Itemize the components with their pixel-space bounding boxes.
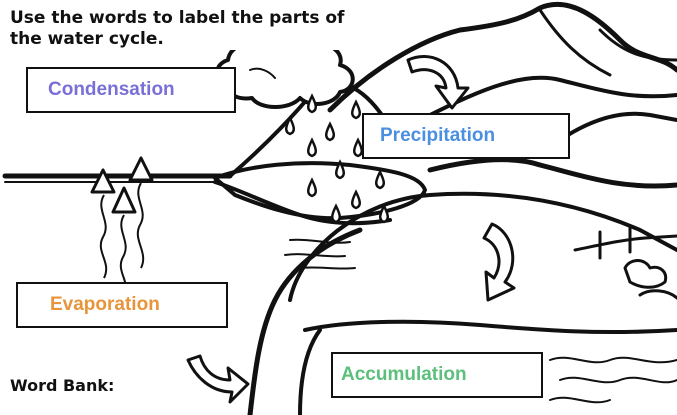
- cycle-arrow-right: [482, 222, 516, 302]
- cycle-arrow-bottom: [186, 354, 250, 404]
- lake-bottom: [303, 319, 677, 335]
- evaporation-squiggle-1: [99, 194, 108, 279]
- fence-line: [573, 234, 677, 252]
- bush-1: [623, 259, 668, 289]
- rain-drop: [353, 137, 363, 158]
- shore-line-2: [247, 227, 363, 415]
- rain-drop: [351, 189, 361, 210]
- rain-drop: [335, 159, 345, 180]
- rain-drop: [379, 203, 389, 224]
- evaporation-arrowhead: [90, 168, 116, 194]
- shore-ripple-2: [284, 253, 346, 258]
- shore-line-3: [298, 328, 322, 415]
- water-wave-2: [559, 376, 677, 384]
- rain-drop: [331, 203, 341, 224]
- cloud-detail: [249, 67, 276, 79]
- mountains-top: [327, 1, 677, 113]
- rain-drop: [375, 169, 385, 190]
- instructions-text: Use the words to label the parts of the …: [10, 8, 360, 50]
- island-shape: [213, 161, 427, 221]
- rain-drop: [351, 99, 361, 120]
- evaporation-label-box[interactable]: Evaporation: [16, 282, 228, 328]
- shore-ripple-1: [289, 238, 351, 244]
- shore-ripple-3: [299, 266, 356, 270]
- evaporation-arrowhead: [128, 156, 154, 182]
- land-top-edge: [427, 157, 677, 189]
- accumulation-label: Accumulation: [341, 364, 467, 385]
- evaporation-squiggle-3: [136, 182, 145, 269]
- rain-drop: [307, 137, 317, 158]
- lake-outline: [288, 191, 677, 302]
- condensation-label: Condensation: [48, 79, 175, 100]
- water-wave-1: [549, 356, 677, 364]
- word-bank-heading: Word Bank:: [10, 376, 115, 395]
- mountain-ridge-2: [418, 75, 677, 122]
- cycle-arrow-top: [406, 55, 470, 110]
- evaporation-label: Evaporation: [50, 294, 160, 315]
- water-wave-3: [549, 396, 611, 404]
- bush-2: [638, 289, 677, 300]
- mountain-peak-detail-2: [598, 28, 677, 62]
- evaporation-arrowhead: [111, 186, 137, 214]
- precipitation-label-box[interactable]: Precipitation: [362, 113, 570, 159]
- mountain-peak-detail: [538, 8, 612, 77]
- accumulation-label-box[interactable]: Accumulation: [331, 352, 543, 398]
- rain-drop: [307, 93, 317, 114]
- rain-drop: [325, 121, 335, 142]
- rain-drop: [285, 115, 295, 136]
- mountain-ridge-3: [558, 111, 677, 142]
- condensation-label-box[interactable]: Condensation: [26, 67, 236, 113]
- precipitation-label: Precipitation: [380, 125, 496, 146]
- rain-drop: [307, 177, 317, 198]
